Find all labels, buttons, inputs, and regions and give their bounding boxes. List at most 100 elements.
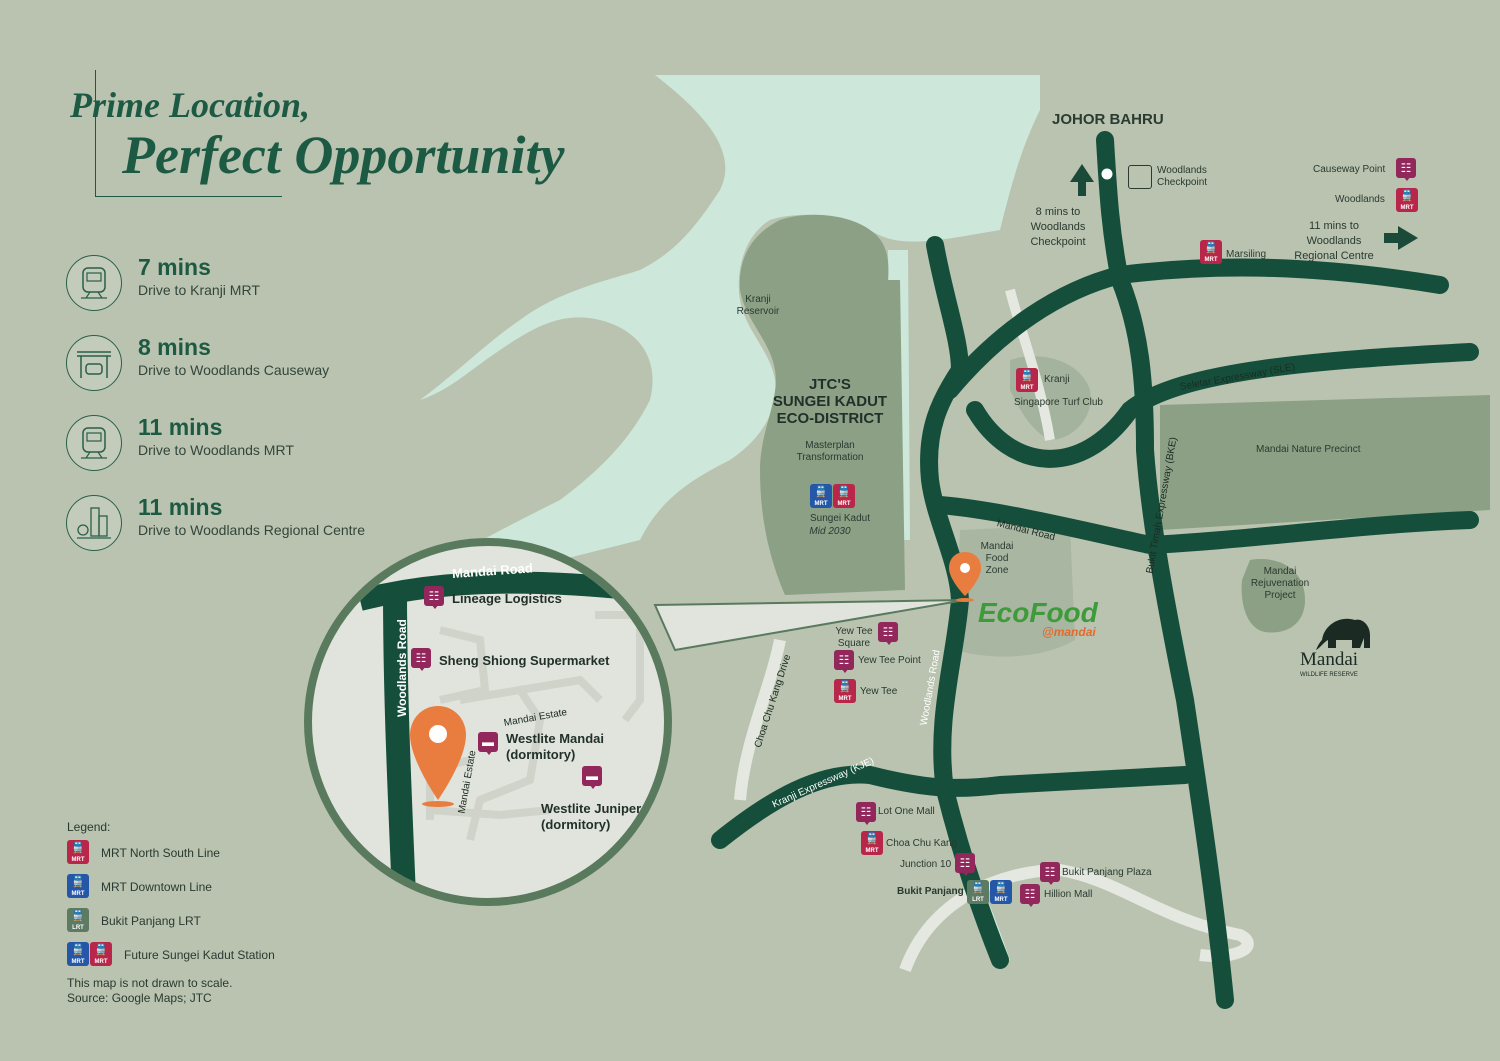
- westlite-mandai-bed-icon: ▬: [478, 732, 498, 755]
- cck-drive-road: [734, 638, 786, 801]
- project-pin-main: [949, 552, 981, 602]
- sle-line: [966, 343, 1479, 468]
- marsiling-label: Marsiling: [1226, 249, 1267, 260]
- yew-tee-square-label: Yew Tee Square: [835, 626, 873, 649]
- title-frame: [95, 70, 282, 197]
- woodlands-label: Woodlands: [1335, 194, 1385, 205]
- legend-note: This map is not drawn to scale.: [67, 976, 233, 990]
- train-icon: [66, 255, 122, 311]
- legend-title: Legend:: [67, 820, 111, 834]
- arrow-east: [1384, 226, 1418, 250]
- rejuvenation-label: Mandai Rejuvenation Project: [1250, 566, 1310, 601]
- stat-desc: Drive to Woodlands Regional Centre: [138, 522, 365, 538]
- bp-plaza-label: Bukit Panjang Plaza: [1062, 867, 1152, 878]
- legend-item-nsl: MRT North South Line: [101, 846, 220, 860]
- yew-tee-label: Yew Tee: [860, 686, 898, 697]
- lineage-label: Lineage Logistics: [452, 591, 562, 606]
- sungei-kadut-zone: [739, 214, 905, 595]
- turf-road: [1005, 288, 1055, 441]
- wildlife-reserve-label: WILDLIFE RESERVE: [1300, 672, 1358, 678]
- stat-mins: 8 mins: [138, 334, 211, 360]
- badge-text: LRT: [972, 897, 984, 903]
- inset-woodlands-road-label: Woodlands Road: [395, 619, 409, 717]
- checkpoint-glyph: [1128, 165, 1152, 189]
- hillion-shop-icon: ☷: [1020, 884, 1040, 907]
- badge-text: MRT: [865, 848, 879, 854]
- legend-future-dtl-badge: 🚆MRT: [67, 942, 89, 966]
- westlite-juniper-label: Westlite Juniper (dormitory): [541, 801, 642, 832]
- rejuvenation-zone: [1241, 559, 1305, 633]
- badge-text: MRT: [994, 897, 1008, 903]
- stat-mins: 7 mins: [138, 254, 211, 280]
- legend-dtl-badge: 🚆MRT: [67, 874, 89, 898]
- legend-item-dtl: MRT Downtown Line: [101, 880, 212, 894]
- mandai-nature-zone: [1160, 395, 1490, 530]
- stat-woodlands-mrt: 11 mins Drive to Woodlands MRT: [66, 414, 426, 475]
- mandai-logo: Mandai: [1300, 649, 1359, 670]
- kranji-reservoir-label: Kranji Reservoir: [736, 294, 780, 317]
- woodlands-checkpoint-text: Woodlands Checkpoint: [1157, 165, 1208, 188]
- bp-mrt-badge: 🚆MRT: [990, 880, 1012, 904]
- johor-bahru-label: JOHOR BAHRU: [1052, 111, 1164, 128]
- water-strait: [420, 75, 1040, 570]
- causeway-point-shop-icon: ☷: [1396, 158, 1416, 181]
- bukit-panjang-label: Bukit Panjang: [897, 886, 964, 897]
- junction10-label: Junction 10: [900, 859, 952, 870]
- lot-one-label: Lot One Mall: [878, 806, 935, 817]
- checkpoint-icon: [66, 335, 122, 391]
- legend-nsl-badge: 🚆MRT: [67, 840, 89, 864]
- legend-item-lrt: Bukit Panjang LRT: [101, 914, 201, 928]
- stat-regional-centre: 11 mins Drive to Woodlands Regional Cent…: [66, 494, 426, 555]
- mandai-nature-label: Mandai Nature Precinct: [1256, 444, 1361, 455]
- causeway-road-line: [1096, 131, 1234, 1009]
- yew-tee-point-shop-icon: ☷: [834, 650, 854, 673]
- ecofood-logo: EcoFood: [978, 597, 1098, 628]
- sk-dtl-badge: 🚆MRT: [810, 484, 832, 508]
- inset-connector: [653, 599, 966, 652]
- bp-plaza-shop-icon: ☷: [1040, 862, 1060, 885]
- westlite-juniper-bed-icon: ▬: [582, 766, 602, 789]
- stat-desc: Drive to Woodlands Causeway: [138, 362, 330, 378]
- kranji-label: Kranji: [1044, 374, 1070, 385]
- mandai-road-line: [931, 496, 1479, 555]
- badge-text: MRT: [1400, 205, 1414, 211]
- city-icon: [66, 495, 122, 551]
- westlite-mandai-label: Westlite Mandai (dormitory): [506, 731, 605, 762]
- stat-kranji: 7 mins Drive to Kranji MRT: [66, 254, 426, 315]
- title-line2: Perfect Opportunity: [122, 125, 565, 185]
- woodlands-mrt-badge: 🚆MRT: [1396, 188, 1418, 212]
- causeway-node: [1098, 165, 1116, 183]
- badge-text: MRT: [94, 959, 108, 965]
- legend-future-nsl-badge: 🚆MRT: [90, 942, 112, 966]
- kje-line: [711, 765, 1194, 849]
- arrow-north: [1070, 164, 1094, 196]
- mid-2030-label: Mid 2030: [809, 526, 851, 537]
- main-roads: [711, 131, 1479, 1009]
- yew-tee-mrt-badge: 🚆MRT: [834, 679, 856, 703]
- hillion-label: Hillion Mall: [1044, 889, 1093, 900]
- project-pin-inset: [410, 706, 466, 807]
- stat-desc: Drive to Woodlands MRT: [138, 442, 294, 458]
- turf-club-label: Singapore Turf Club: [1014, 397, 1103, 408]
- sheng-shiong-label: Sheng Shiong Supermarket: [439, 653, 610, 668]
- badge-text: MRT: [71, 857, 85, 863]
- badge-text: MRT: [838, 696, 852, 702]
- bp-road: [899, 863, 1254, 973]
- cck-label: Choa Chu Kang: [886, 838, 958, 849]
- jtc-sub-label: Masterplan Transformation: [796, 440, 864, 463]
- junction10-shop-icon: ☷: [955, 853, 975, 876]
- badge-text: MRT: [1020, 385, 1034, 391]
- lot-one-shop-icon: ☷: [856, 802, 876, 825]
- inset-woodlands-road: [383, 589, 417, 898]
- stat-mins: 11 mins: [138, 414, 223, 440]
- stat-mins: 11 mins: [138, 494, 223, 520]
- badge-text: MRT: [71, 891, 85, 897]
- legend-lrt-badge: 🚆LRT: [67, 908, 89, 932]
- woodlands-checkpoint-label: Woodlands Checkpoint: [1128, 165, 1207, 189]
- badge-text: MRT: [71, 959, 85, 965]
- badge-text: LRT: [72, 925, 84, 931]
- sungei-kadut-label: Sungei Kadut: [809, 513, 871, 524]
- cck-mrt-badge: 🚆MRT: [861, 831, 883, 855]
